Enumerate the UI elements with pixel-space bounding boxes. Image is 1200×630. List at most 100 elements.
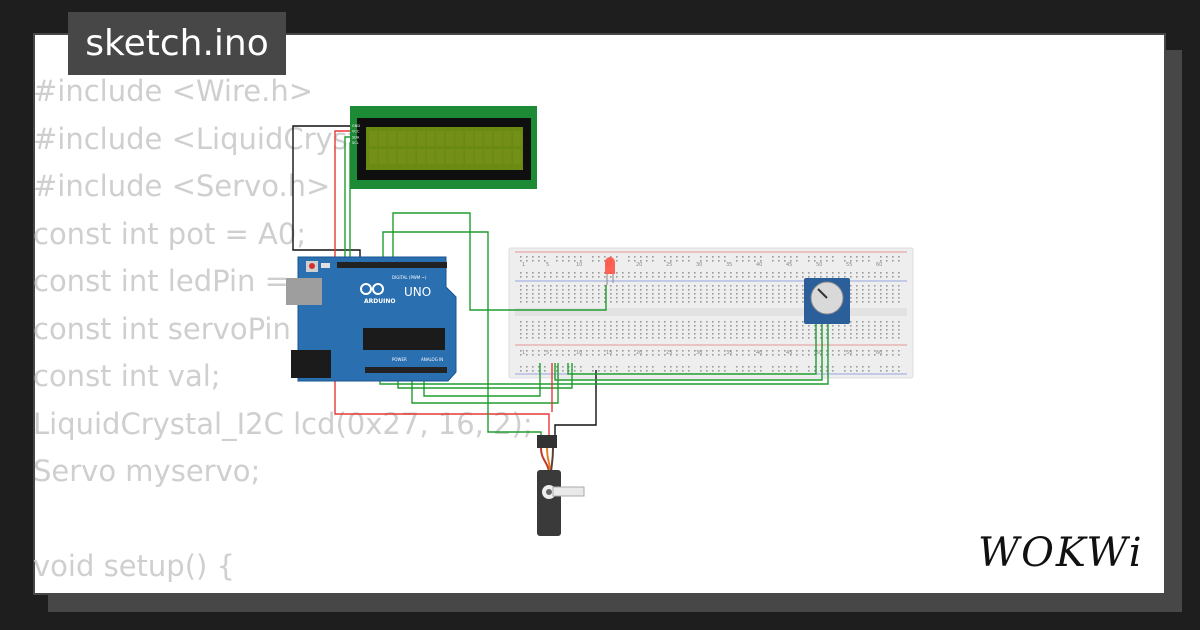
lcd-cell [465,131,473,146]
breadboard-hole [676,321,678,323]
breadboard-hole [670,366,672,368]
breadboard-hole [886,297,888,299]
breadboard-hole [730,301,732,303]
breadboard-hole [898,297,900,299]
breadboard-hole [694,293,696,295]
breadboard-hole [754,297,756,299]
breadboard-column-number: 10 [576,350,582,356]
breadboard-hole [628,285,630,287]
breadboard-hole [796,337,798,339]
breadboard-hole [562,272,564,274]
breadboard-hole [844,350,846,352]
breadboard-hole [832,329,834,331]
code-line: Servo myservo; [33,454,261,488]
breadboard-hole [664,272,666,274]
breadboard-hole [850,285,852,287]
breadboard-hole [520,260,522,262]
breadboard-hole [724,329,726,331]
breadboard-hole [820,366,822,368]
breadboard-hole [790,301,792,303]
breadboard-hole [592,366,594,368]
lcd-cell [369,149,377,164]
breadboard-hole [532,370,534,372]
breadboard-hole [610,329,612,331]
breadboard-hole [778,272,780,274]
breadboard-hole [568,333,570,335]
breadboard-hole [784,297,786,299]
breadboard-hole [760,350,762,352]
lcd-cell [436,131,445,146]
breadboard-hole [550,272,552,274]
breadboard-hole [544,272,546,274]
breadboard-hole [718,337,720,339]
breadboard-hole [862,301,864,303]
breadboard-hole [646,325,648,327]
breadboard-hole [850,337,852,339]
breadboard-hole [796,354,798,356]
breadboard-hole [694,301,696,303]
breadboard-hole [646,276,648,278]
breadboard-hole [772,329,774,331]
breadboard-hole [640,297,642,299]
breadboard-hole [706,325,708,327]
breadboard-hole [892,276,894,278]
lcd-cell [513,131,521,146]
breadboard-hole [730,276,732,278]
breadboard-hole [562,350,564,352]
breadboard-hole [712,293,714,295]
breadboard-hole [874,276,876,278]
breadboard-hole [610,350,612,352]
breadboard-hole [850,260,852,262]
breadboard-hole [664,329,666,331]
wokwi-logo-text: WOKWi [978,530,1144,576]
breadboard-hole [790,276,792,278]
breadboard-hole [748,256,750,258]
breadboard-hole [634,260,636,262]
breadboard-hole [670,329,672,331]
lcd-cell [417,149,425,164]
breadboard-hole [880,366,882,368]
breadboard-hole [760,301,762,303]
breadboard-hole [670,321,672,323]
breadboard-hole [658,285,660,287]
breadboard-hole [742,321,744,323]
breadboard-hole [856,272,858,274]
breadboard-hole [898,276,900,278]
breadboard-hole [688,293,690,295]
breadboard-hole [694,354,696,356]
breadboard-hole [646,297,648,299]
breadboard-hole [580,321,582,323]
breadboard-hole [730,333,732,335]
breadboard-hole [610,297,612,299]
breadboard-hole [676,329,678,331]
breadboard-hole [760,293,762,295]
breadboard-hole [658,337,660,339]
breadboard-hole [658,333,660,335]
breadboard-hole [646,285,648,287]
breadboard-hole [664,256,666,258]
breadboard-hole [814,272,816,274]
breadboard-hole [880,354,882,356]
breadboard-hole [568,293,570,295]
breadboard-hole [868,333,870,335]
breadboard-hole [808,260,810,262]
breadboard-hole [688,260,690,262]
breadboard-hole [718,285,720,287]
breadboard-column-number: 20 [636,262,642,268]
breadboard-hole [796,301,798,303]
breadboard-hole [628,321,630,323]
breadboard-hole [862,321,864,323]
breadboard-hole [754,333,756,335]
breadboard-hole [850,293,852,295]
breadboard-hole [526,321,528,323]
breadboard-hole [682,285,684,287]
breadboard-hole [712,276,714,278]
breadboard-hole [694,272,696,274]
breadboard-hole [598,366,600,368]
breadboard-hole [892,260,894,262]
breadboard-hole [724,289,726,291]
breadboard-hole [886,337,888,339]
breadboard-hole [886,272,888,274]
breadboard-hole [640,256,642,258]
breadboard-hole [598,337,600,339]
